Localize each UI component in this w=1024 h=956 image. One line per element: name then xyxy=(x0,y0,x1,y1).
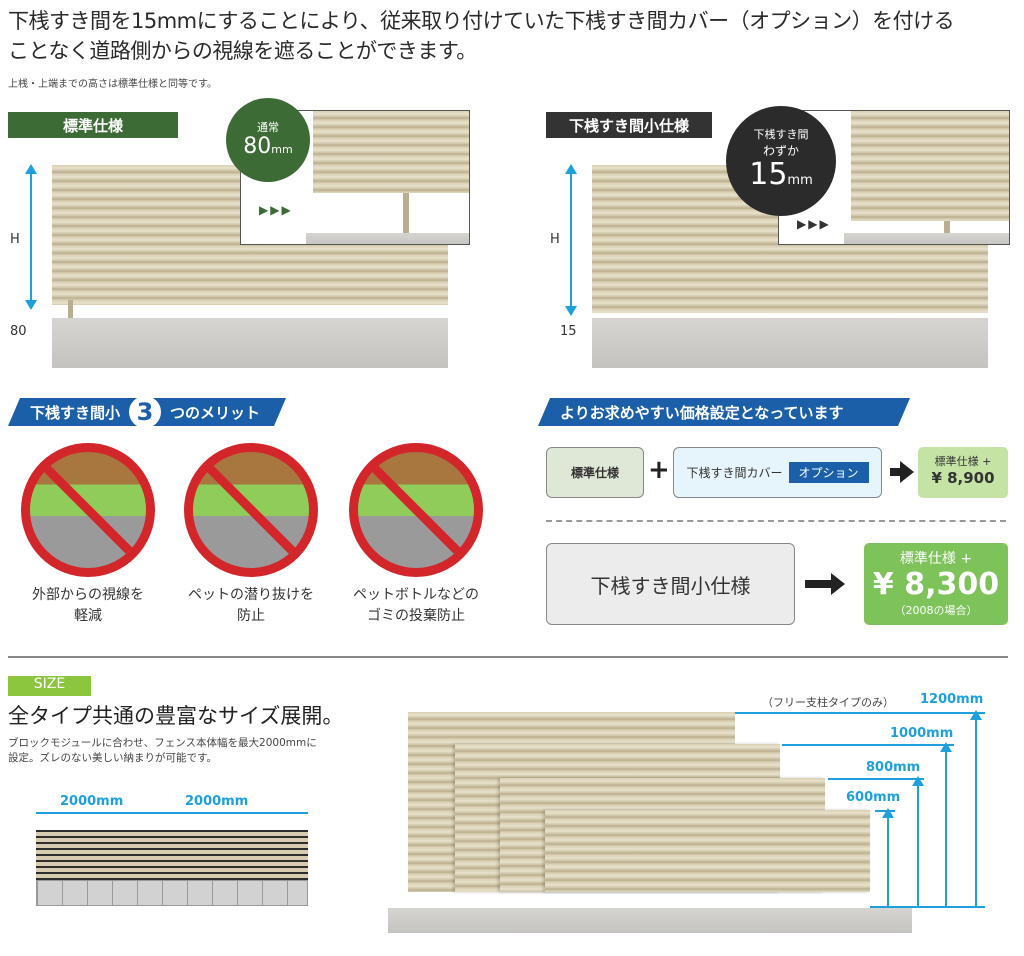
merit-count-badge: 3 xyxy=(126,393,164,431)
section-divider xyxy=(8,656,1008,658)
post xyxy=(68,300,73,318)
size-desc: ブロックモジュールに合わせ、フェンス本体幅を最大2000mmに設定。ズレのない美… xyxy=(8,737,317,764)
plus-icon: + xyxy=(648,455,670,485)
standard-box: 標準仕様 xyxy=(546,447,644,498)
width-label: 2000mm xyxy=(60,794,124,809)
standard-label: 標準仕様 xyxy=(8,112,178,138)
arrow-right-icon xyxy=(890,461,914,483)
dimension-baseline xyxy=(870,906,985,908)
pricing-banner: よりお求めやすい価格設定となっています xyxy=(538,398,910,426)
result-price-2: 標準仕様 + ¥ 8,300 （2008の場合） xyxy=(864,543,1008,625)
gap-label: 15 xyxy=(560,324,577,339)
merits-banner: 下桟すき間小 3 つのメリット xyxy=(8,398,286,426)
gap-badge: 通常 80mm xyxy=(226,98,310,182)
dimension-arrow xyxy=(882,808,894,908)
dimension-line xyxy=(735,712,985,714)
note: 上桟・上端までの高さは標準仕様と同等です。 xyxy=(8,79,217,90)
width-label: 2000mm xyxy=(185,794,249,809)
dimension-arrow xyxy=(912,776,924,908)
merit-caption: ペットの潜り抜けを防止 xyxy=(188,587,314,624)
dimension-line xyxy=(782,744,954,746)
merit-caption: ペットボトルなどのゴミの投棄防止 xyxy=(353,587,479,624)
height-label: H xyxy=(550,232,560,247)
width-dimension-line xyxy=(36,812,308,814)
result-price-1: 標準仕様 + ¥ 8,900 xyxy=(918,447,1008,498)
headline: 下桟すき間を15mmにすることにより、従来取り付けていた下桟すき間カバー（オプシ… xyxy=(8,9,955,63)
dimension-line xyxy=(828,778,924,780)
height-label-1000: 1000mm xyxy=(890,726,954,741)
small-gap-label: 下桟すき間小仕様 xyxy=(546,112,712,138)
height-label: H xyxy=(10,232,20,247)
prohibit-pet-icon xyxy=(184,443,318,577)
option-tag: オプション xyxy=(788,462,869,483)
concrete-base xyxy=(52,318,448,368)
heights-note: （フリー支柱タイプのみ） xyxy=(762,696,894,709)
dimension-arrow xyxy=(970,710,982,908)
fence-600 xyxy=(545,810,870,892)
prohibit-peeking-icon xyxy=(21,443,155,577)
merit-caption: 外部からの視線を軽減 xyxy=(32,587,144,624)
prohibit-litter-icon xyxy=(349,443,483,577)
height-label-800: 800mm xyxy=(866,760,921,775)
divider xyxy=(546,520,1006,522)
concrete-base xyxy=(592,318,988,368)
arrow-right-icon xyxy=(805,573,845,595)
concrete-base xyxy=(388,908,912,933)
small-gap-box: 下桟すき間小仕様 xyxy=(546,543,795,625)
block-wall xyxy=(36,880,308,906)
height-label-1200: 1200mm xyxy=(920,692,984,707)
height-label-600: 600mm xyxy=(846,790,901,805)
height-arrow xyxy=(25,164,37,310)
gap-badge: 下桟すき間 わずか 15mm xyxy=(726,106,836,216)
size-tag: SIZE xyxy=(8,676,91,696)
cover-option-box: 下桟すき間カバー オプション xyxy=(673,447,882,498)
arrows-icon: ▶▶▶ xyxy=(259,203,293,217)
height-arrow xyxy=(565,164,577,316)
size-title: 全タイプ共通の豊富なサイズ展開。 xyxy=(8,704,344,728)
arrows-icon: ▶▶▶ xyxy=(797,217,831,231)
fence-front-view xyxy=(36,830,308,880)
dimension-arrow xyxy=(940,742,952,908)
gap-label: 80 xyxy=(10,324,27,339)
